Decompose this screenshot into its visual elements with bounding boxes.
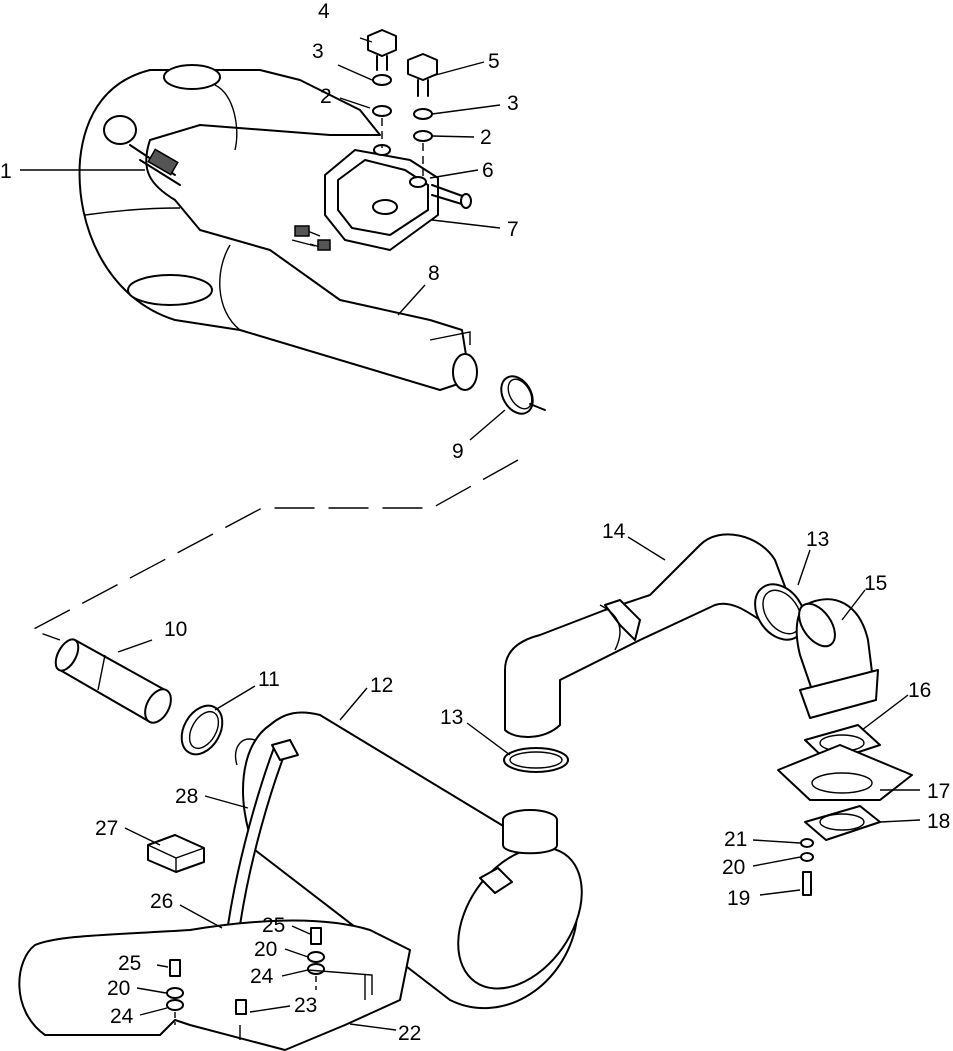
callout-22: 22 xyxy=(398,1022,421,1045)
callout-13: 13 xyxy=(806,528,829,551)
leader-lines xyxy=(20,37,921,1031)
callout-20: 20 xyxy=(107,977,130,1000)
callout-14: 14 xyxy=(602,520,626,543)
callout-27: 27 xyxy=(95,817,118,840)
clamp-part-9 xyxy=(500,375,546,415)
pad-part-27 xyxy=(147,834,205,873)
fasteners-right xyxy=(800,838,814,896)
gasket-part-17 xyxy=(777,744,913,801)
callout-1: 1 xyxy=(0,160,12,183)
callout-4: 4 xyxy=(318,0,330,23)
exhaust-manifold-part-6-7 xyxy=(291,144,472,251)
clamp-part-11 xyxy=(180,704,224,756)
bolt-part-4 xyxy=(367,29,397,148)
callout-6: 6 xyxy=(482,159,494,182)
callout-3: 3 xyxy=(312,40,324,63)
bracket-part-22 xyxy=(18,919,411,1051)
callout-2: 2 xyxy=(320,85,332,108)
callout-13: 13 xyxy=(440,706,463,729)
muffler-part-12 xyxy=(234,711,583,1010)
callout-25: 25 xyxy=(262,914,285,937)
callout-10: 10 xyxy=(164,618,187,641)
callout-20: 20 xyxy=(722,856,745,879)
callout-24: 24 xyxy=(250,965,274,988)
callout-18: 18 xyxy=(927,810,950,833)
callout-5: 5 xyxy=(488,50,500,73)
callout-21: 21 xyxy=(724,828,747,851)
bolt-part-5 xyxy=(407,53,438,176)
callout-26: 26 xyxy=(150,890,173,913)
callout-8: 8 xyxy=(428,262,440,285)
callout-23: 23 xyxy=(294,994,317,1017)
callout-3: 3 xyxy=(507,92,519,115)
fasteners-lower xyxy=(166,927,325,1025)
tailpipe-part-10 xyxy=(54,638,172,724)
callout-24: 24 xyxy=(110,1005,134,1028)
clamp-part-13-lower xyxy=(503,747,569,773)
exhaust-pipe-part-8 xyxy=(78,64,478,391)
callout-28: 28 xyxy=(175,785,198,808)
routing-dashed-line xyxy=(30,459,519,641)
callout-17: 17 xyxy=(927,780,950,803)
elbow-pipe-part-14 xyxy=(504,533,791,738)
elbow-part-15 xyxy=(795,598,879,719)
callout-16: 16 xyxy=(908,679,931,702)
callout-2: 2 xyxy=(480,126,492,149)
callout-7: 7 xyxy=(507,218,519,241)
callout-12: 12 xyxy=(370,674,393,697)
gasket-part-18 xyxy=(804,805,881,841)
callout-20: 20 xyxy=(254,938,277,961)
callout-19: 19 xyxy=(727,887,750,910)
callout-9: 9 xyxy=(452,440,464,463)
callout-25: 25 xyxy=(118,952,141,975)
callout-11: 11 xyxy=(258,668,280,691)
callout-15: 15 xyxy=(864,572,887,595)
